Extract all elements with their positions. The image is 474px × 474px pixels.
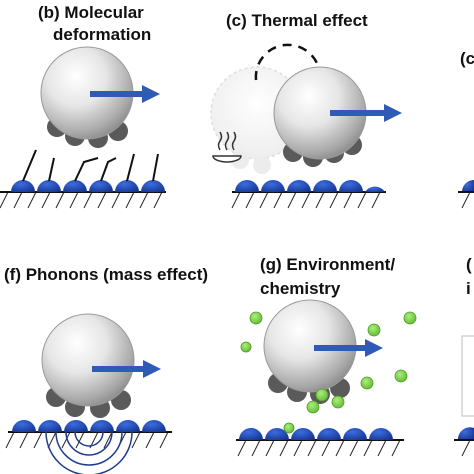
panel-g-label: (g) Environment/	[260, 255, 396, 274]
panel-b-molecular-deformation	[0, 46, 166, 209]
phonon-waves	[45, 431, 133, 474]
substrate-hatching	[0, 191, 163, 209]
heat-cloud-outline	[254, 43, 322, 81]
substrate-hatching	[237, 439, 401, 457]
sliding-sphere	[41, 313, 135, 407]
environment-particles	[240, 311, 417, 434]
panel-h-label: (	[466, 255, 472, 274]
panel-f-label: (f) Phonons (mass effect)	[4, 265, 209, 284]
surface-molecules	[239, 428, 393, 440]
panel-d-partial	[458, 180, 474, 209]
heat-steam-icon	[212, 131, 242, 163]
panel-b-label: (b) Molecular	[38, 3, 144, 22]
surface-molecules	[235, 180, 385, 192]
panel-d-label: (c	[460, 49, 474, 68]
panel-b-label-line2: deformation	[53, 25, 152, 44]
panel-h-label-line2: i	[466, 279, 471, 298]
panel-c-label: (c) Thermal effect	[226, 11, 368, 30]
substrate-hatching	[231, 191, 381, 209]
molecular-chains	[22, 149, 159, 182]
panel-g-label-line2: chemistry	[260, 279, 341, 298]
panel-c-thermal-effect	[210, 43, 402, 209]
panel-g-environment-chemistry	[236, 299, 417, 457]
panel-h-partial	[454, 335, 474, 457]
surface-molecules	[11, 180, 165, 192]
panel-f-phonons	[5, 313, 172, 474]
surface-molecules	[12, 420, 166, 432]
